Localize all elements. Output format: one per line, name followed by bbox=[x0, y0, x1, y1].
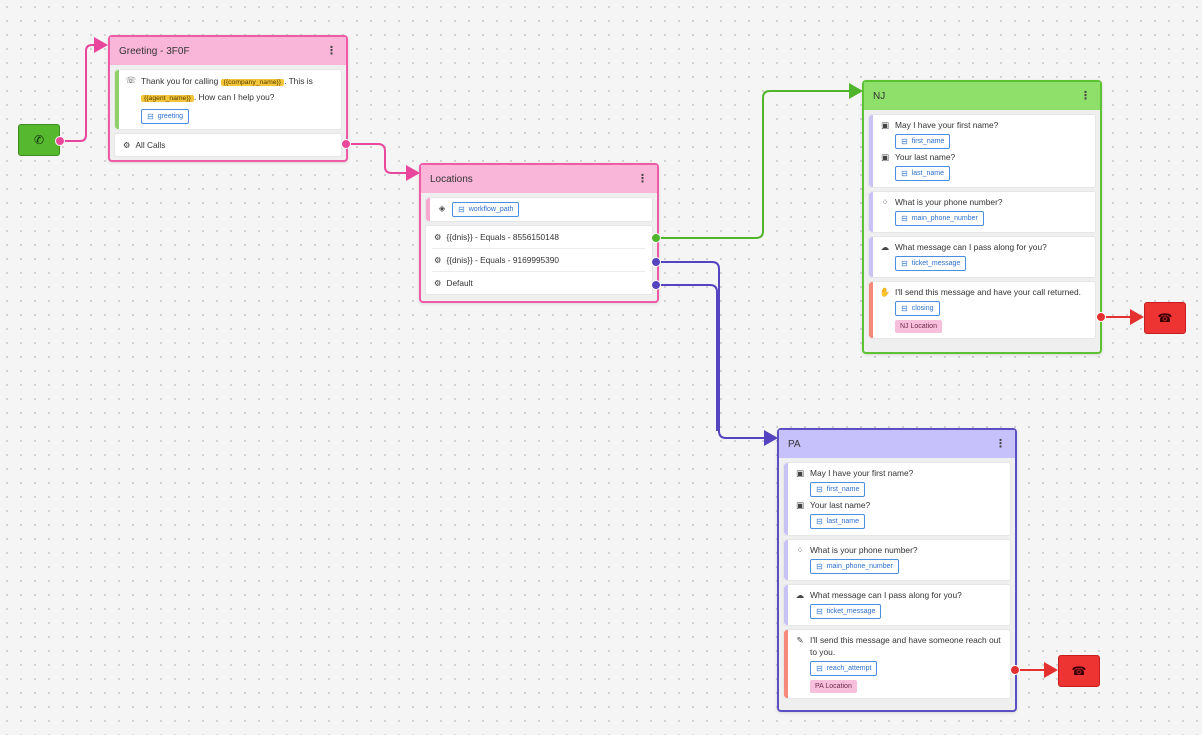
condition-icon: ⚙ bbox=[434, 278, 442, 288]
tag-icon: ⊟ bbox=[816, 562, 823, 571]
pa-node[interactable]: PA ⋮ ▣May I have your first name? ⊟first… bbox=[777, 428, 1017, 712]
location-tag: NJ Location bbox=[895, 320, 942, 333]
message-card[interactable]: ☁What message can I pass along for you? … bbox=[868, 236, 1096, 278]
message-text: Thank you for calling bbox=[141, 76, 221, 86]
node-title: NJ bbox=[873, 90, 886, 102]
variable-chip[interactable]: ⊟greeting bbox=[141, 109, 189, 124]
condition-list: ⚙ {{dnis}} - Equals - 8556150148 ⚙ {{dni… bbox=[425, 225, 653, 295]
node-menu-icon[interactable]: ⋮ bbox=[1080, 89, 1091, 102]
output-port[interactable] bbox=[651, 280, 661, 290]
condition-icon: ⚙ bbox=[434, 255, 442, 265]
wave-icon: ✋ bbox=[879, 287, 891, 297]
route-icon: ⚙ bbox=[123, 140, 131, 150]
speech-icon: ☏ bbox=[125, 75, 137, 85]
message-card[interactable]: ☁What message can I pass along for you? … bbox=[783, 584, 1011, 626]
tag-icon: ⊟ bbox=[901, 214, 908, 223]
phone-card[interactable]: ⁘What is your phone number? ⊟main_phone_… bbox=[783, 539, 1011, 581]
tag-icon: ⊟ bbox=[901, 259, 908, 268]
closing-card[interactable]: ✋I'll send this message and have your ca… bbox=[868, 281, 1096, 339]
condition-item[interactable]: ⚙ {{dnis}} - Equals - 9169995390 bbox=[432, 249, 646, 272]
variable-card[interactable]: ◈ ⊟workflow_path bbox=[425, 197, 653, 222]
node-title: Locations bbox=[430, 173, 473, 185]
hangup-icon: ☎ bbox=[1071, 664, 1087, 678]
id-card-icon: ▣ bbox=[880, 152, 890, 162]
tag-icon: ⊟ bbox=[816, 664, 823, 673]
diamond-icon: ◈ bbox=[438, 203, 446, 213]
node-header: NJ ⋮ bbox=[864, 82, 1100, 110]
condition-icon: ⚙ bbox=[434, 232, 442, 242]
chat-icon: ☁ bbox=[795, 590, 805, 600]
variable-chip[interactable]: ⊟workflow_path bbox=[452, 202, 520, 217]
variable-agent-name: {{agent_name}} bbox=[141, 95, 194, 102]
name-card[interactable]: ▣May I have your first name? ⊟first_name… bbox=[868, 114, 1096, 188]
variable-company-name: {{company_name}} bbox=[220, 79, 285, 86]
node-menu-icon[interactable]: ⋮ bbox=[637, 172, 648, 185]
node-title: PA bbox=[788, 438, 801, 450]
tag-icon: ⊟ bbox=[816, 517, 823, 526]
variable-chip[interactable]: ⊟main_phone_number bbox=[895, 211, 984, 226]
location-tag: PA Location bbox=[810, 680, 857, 693]
keypad-icon: ⁘ bbox=[796, 545, 804, 555]
route-item[interactable]: ⚙ All Calls bbox=[123, 140, 166, 150]
locations-node[interactable]: Locations ⋮ ◈ ⊟workflow_path ⚙ {{dnis}} … bbox=[419, 163, 659, 303]
phone-card[interactable]: ⁘What is your phone number? ⊟main_phone_… bbox=[868, 191, 1096, 233]
phone-icon: ✆ bbox=[33, 133, 45, 147]
node-header: PA ⋮ bbox=[779, 430, 1015, 458]
wire-locations-pa-1 bbox=[656, 261, 778, 446]
wire-greeting-locations bbox=[346, 143, 420, 181]
node-menu-icon[interactable]: ⋮ bbox=[326, 44, 337, 57]
output-port[interactable] bbox=[55, 136, 65, 146]
note-icon: ✎ bbox=[796, 635, 804, 645]
call-start-node[interactable]: ✆ bbox=[18, 124, 60, 156]
tag-icon: ⊟ bbox=[901, 304, 908, 313]
chat-icon: ☁ bbox=[880, 242, 890, 252]
node-header: Greeting - 3F0F ⋮ bbox=[110, 37, 346, 65]
variable-chip[interactable]: ⊟last_name bbox=[810, 514, 865, 529]
tag-icon: ⊟ bbox=[147, 111, 154, 121]
id-card-icon: ▣ bbox=[795, 500, 805, 510]
tag-icon: ⊟ bbox=[458, 204, 465, 214]
wire-locations-pa-default bbox=[656, 284, 718, 431]
id-card-icon: ▣ bbox=[795, 468, 805, 478]
node-menu-icon[interactable]: ⋮ bbox=[995, 437, 1006, 450]
variable-chip[interactable]: ⊟reach_attempt bbox=[810, 661, 878, 676]
output-port[interactable] bbox=[1010, 665, 1020, 675]
tag-icon: ⊟ bbox=[816, 485, 823, 494]
tag-icon: ⊟ bbox=[901, 137, 908, 146]
wire-locations-nj bbox=[656, 83, 863, 239]
output-port[interactable] bbox=[1096, 312, 1106, 322]
greeting-node[interactable]: Greeting - 3F0F ⋮ ☏ Thank you for callin… bbox=[108, 35, 348, 162]
wire-start-greeting bbox=[60, 37, 108, 142]
name-card[interactable]: ▣May I have your first name? ⊟first_name… bbox=[783, 462, 1011, 536]
hangup-node[interactable]: ☎ bbox=[1144, 302, 1186, 334]
variable-chip[interactable]: ⊟ticket_message bbox=[810, 604, 882, 619]
closing-card[interactable]: ✎I'll send this message and have someone… bbox=[783, 629, 1011, 699]
variable-chip[interactable]: ⊟last_name bbox=[895, 166, 950, 181]
nj-node[interactable]: NJ ⋮ ▣May I have your first name? ⊟first… bbox=[862, 80, 1102, 354]
node-header: Locations ⋮ bbox=[421, 165, 657, 193]
variable-chip[interactable]: ⊟first_name bbox=[895, 134, 951, 149]
keypad-icon: ⁘ bbox=[881, 197, 889, 207]
hangup-icon: ☎ bbox=[1157, 311, 1173, 325]
id-card-icon: ▣ bbox=[880, 120, 890, 130]
condition-item[interactable]: ⚙ {{dnis}} - Equals - 8556150148 bbox=[432, 226, 646, 249]
hangup-node[interactable]: ☎ bbox=[1058, 655, 1100, 687]
message-text: . This is bbox=[284, 76, 313, 86]
variable-chip[interactable]: ⊟closing bbox=[895, 301, 940, 316]
variable-chip[interactable]: ⊟ticket_message bbox=[895, 256, 967, 271]
variable-chip[interactable]: ⊟main_phone_number bbox=[810, 559, 899, 574]
tag-icon: ⊟ bbox=[901, 169, 908, 178]
message-card[interactable]: ☏ Thank you for calling {{company_name}}… bbox=[114, 69, 342, 130]
condition-item[interactable]: ⚙ Default bbox=[434, 278, 473, 288]
output-port[interactable] bbox=[341, 139, 351, 149]
node-title: Greeting - 3F0F bbox=[119, 45, 190, 57]
route-list: ⚙ All Calls bbox=[114, 133, 342, 157]
message-text: . How can I help you? bbox=[193, 92, 275, 102]
tag-icon: ⊟ bbox=[816, 607, 823, 616]
output-port[interactable] bbox=[651, 233, 661, 243]
variable-chip[interactable]: ⊟first_name bbox=[810, 482, 866, 497]
output-port[interactable] bbox=[651, 257, 661, 267]
